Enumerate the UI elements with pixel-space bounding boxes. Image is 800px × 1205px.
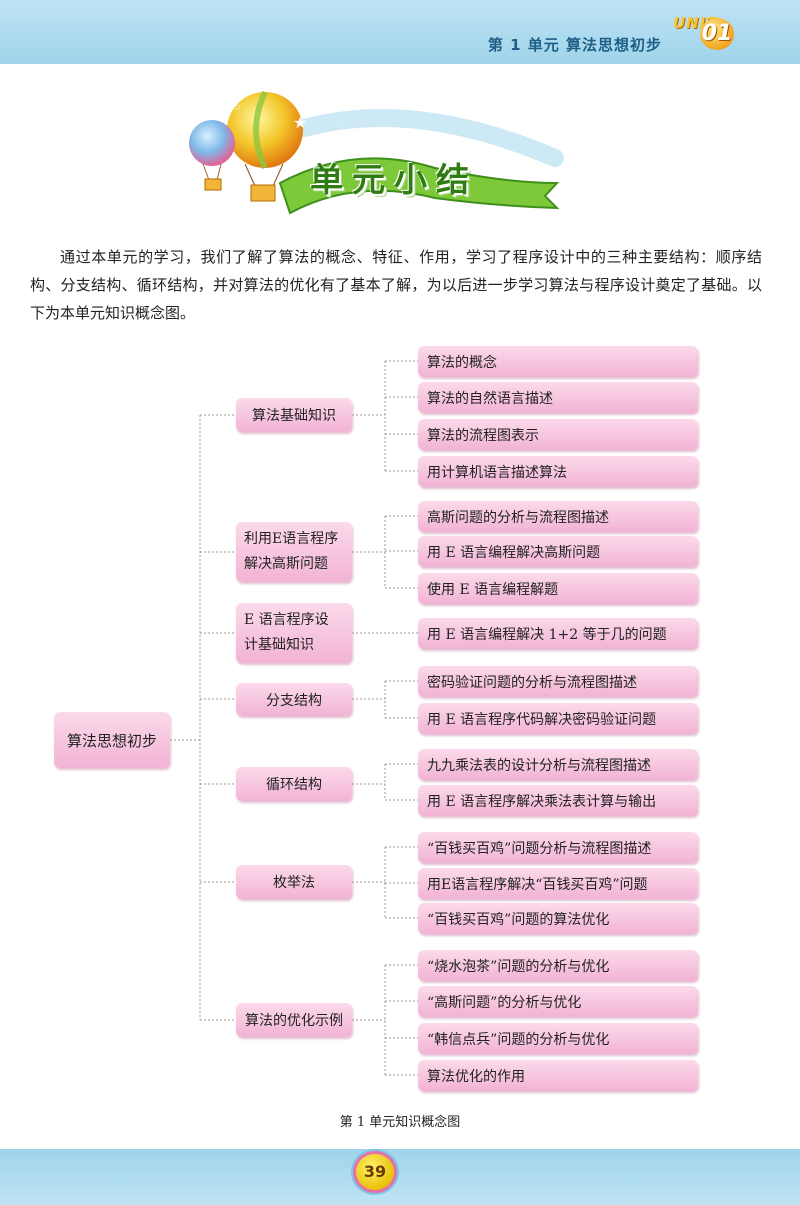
leaf-node: “烧水泡茶”问题的分析与优化 (418, 950, 698, 981)
leaf-node: 用 E 语言程序代码解决密码验证问题 (418, 703, 698, 734)
leaf-node: 密码验证问题的分析与流程图描述 (418, 666, 698, 697)
leaf-node: “百钱买百鸡”问题分析与流程图描述 (418, 832, 698, 863)
page-number: 39 (363, 1162, 387, 1181)
leaf-node: 九九乘法表的设计分析与流程图描述 (418, 749, 698, 780)
leaf-node: “百钱买百鸡”问题的算法优化 (418, 903, 698, 934)
balloon-icon (189, 120, 235, 166)
page-number-badge (356, 1154, 394, 1190)
page-header (0, 0, 800, 64)
leaf-node: 用 E 语言编程解决 1+2 等于几的问题 (418, 618, 698, 649)
star-icon: ★ (293, 113, 307, 132)
leaf-node: 算法优化的作用 (418, 1060, 698, 1091)
branch-node-line: E 语言程序设 (244, 612, 329, 628)
leaf-node: 使用 E 语言编程解题 (418, 573, 698, 604)
leaf-node: 用 E 语言编程解决高斯问题 (418, 536, 698, 567)
page-footer (0, 1149, 800, 1205)
branch-node: 分支结构 (236, 683, 352, 716)
star-icon: ☆ (233, 102, 242, 113)
branch-node: 算法的优化示例 (236, 1003, 352, 1037)
branch-node-line: 解决高斯问题 (244, 556, 328, 572)
leaf-node: 算法的概念 (418, 346, 698, 377)
branch-node: 利用E语言程序 解决高斯问题 (236, 522, 352, 582)
leaf-node: “韩信点兵”问题的分析与优化 (418, 1023, 698, 1054)
banner-illustration: ★ ☆ ☆ (189, 90, 564, 215)
ribbon-shape (278, 157, 560, 215)
balloon-icon (227, 92, 303, 168)
branch-node: 算法基础知识 (236, 398, 352, 432)
root-node: 算法思想初步 (54, 712, 170, 768)
branch-node: 枚举法 (236, 865, 352, 899)
leaf-node: 用E语言程序解决“百钱买百鸡”问题 (418, 868, 698, 899)
leaf-node: 用计算机语言描述算法 (418, 456, 698, 487)
branch-node-line: 利用E语言程序 (244, 531, 339, 547)
header-title: 第 1 单元 算法思想初步 (487, 36, 662, 54)
leaf-node: 高斯问题的分析与流程图描述 (418, 501, 698, 532)
figure-caption: 第 1 单元知识概念图 (339, 1115, 461, 1130)
branch-node: 循环结构 (236, 767, 352, 801)
star-icon: ☆ (335, 115, 346, 129)
leaf-node: 算法的流程图表示 (418, 419, 698, 450)
branch-node-line: 计基础知识 (244, 637, 314, 653)
leaf-node: 用 E 语言程序解决乘法表计算与输出 (418, 785, 698, 816)
branch-node: E 语言程序设 计基础知识 (236, 603, 352, 663)
leaf-node: 算法的自然语言描述 (418, 382, 698, 413)
basket-icon (250, 184, 276, 202)
intro-paragraph: 通过本单元的学习，我们了解了算法的概念、特征、作用，学习了程序设计中的三种主要结… (30, 248, 762, 322)
leaf-node: “高斯问题”的分析与优化 (418, 986, 698, 1017)
section-title: 单元小结 (310, 160, 478, 199)
unit-number-badge: 01 (700, 18, 734, 50)
